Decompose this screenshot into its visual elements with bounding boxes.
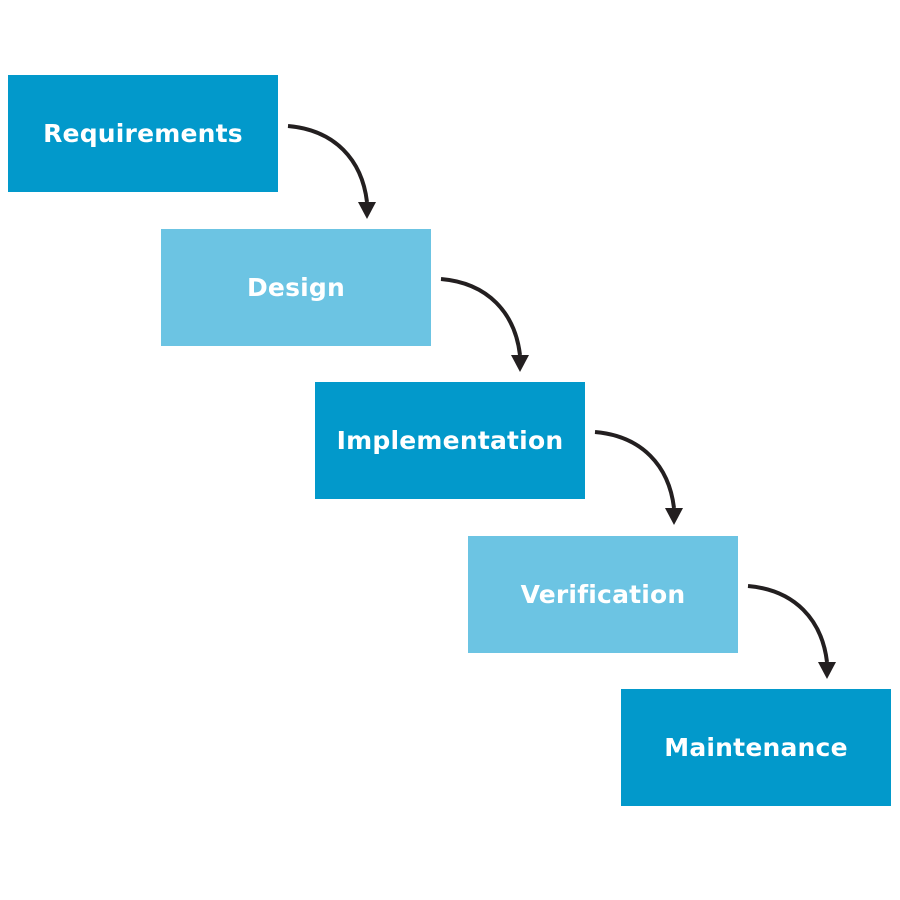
stage-requirements: Requirements [8, 75, 278, 192]
stage-label-verification: Verification [520, 580, 686, 609]
stage-label-maintenance: Maintenance [664, 733, 848, 762]
stage-implementation: Implementation [315, 382, 585, 499]
arrow-verification-to-maintenance [747, 584, 836, 679]
stage-label-implementation: Implementation [336, 426, 564, 455]
arrow-requirements-to-design [287, 124, 376, 219]
arrow-implementation-to-verification [594, 430, 683, 525]
stage-maintenance: Maintenance [621, 689, 891, 806]
stage-verification: Verification [468, 536, 738, 653]
arrow-design-to-implementation [440, 277, 529, 372]
stage-design: Design [161, 229, 431, 346]
stage-label-requirements: Requirements [43, 119, 243, 148]
stage-label-design: Design [246, 273, 346, 302]
